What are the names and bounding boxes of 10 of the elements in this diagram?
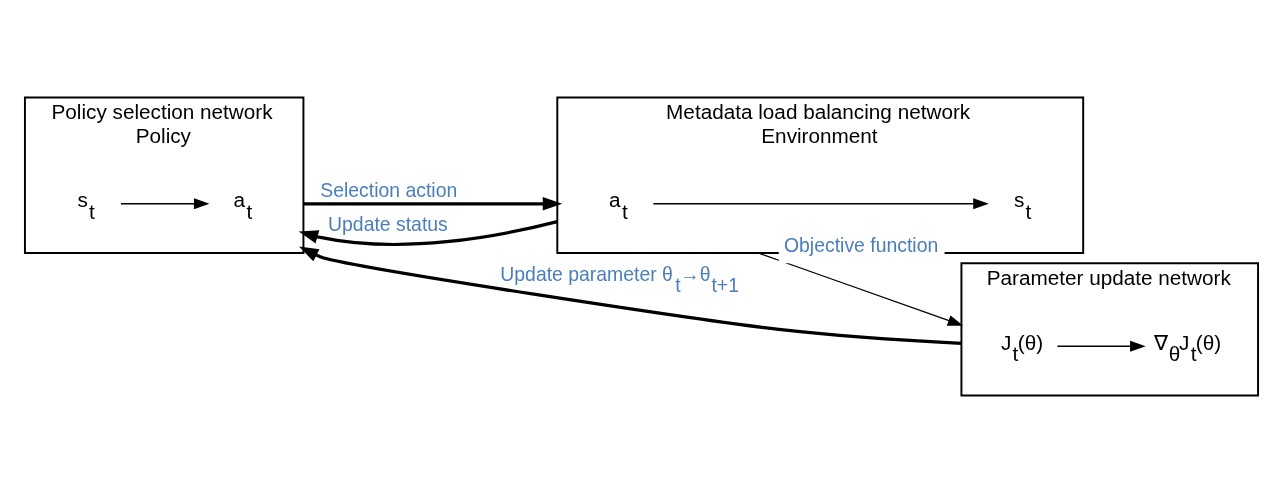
arrow [652, 198, 989, 210]
arrow [120, 198, 210, 210]
arrow [298, 220, 558, 246]
arrow [1056, 340, 1146, 352]
arrow [303, 196, 563, 211]
arrow [757, 252, 964, 326]
edge-label: Objective function [783, 234, 939, 257]
arrow [299, 246, 962, 346]
edge-label: Update status [328, 212, 448, 235]
edge-label: Selection action [320, 179, 458, 202]
